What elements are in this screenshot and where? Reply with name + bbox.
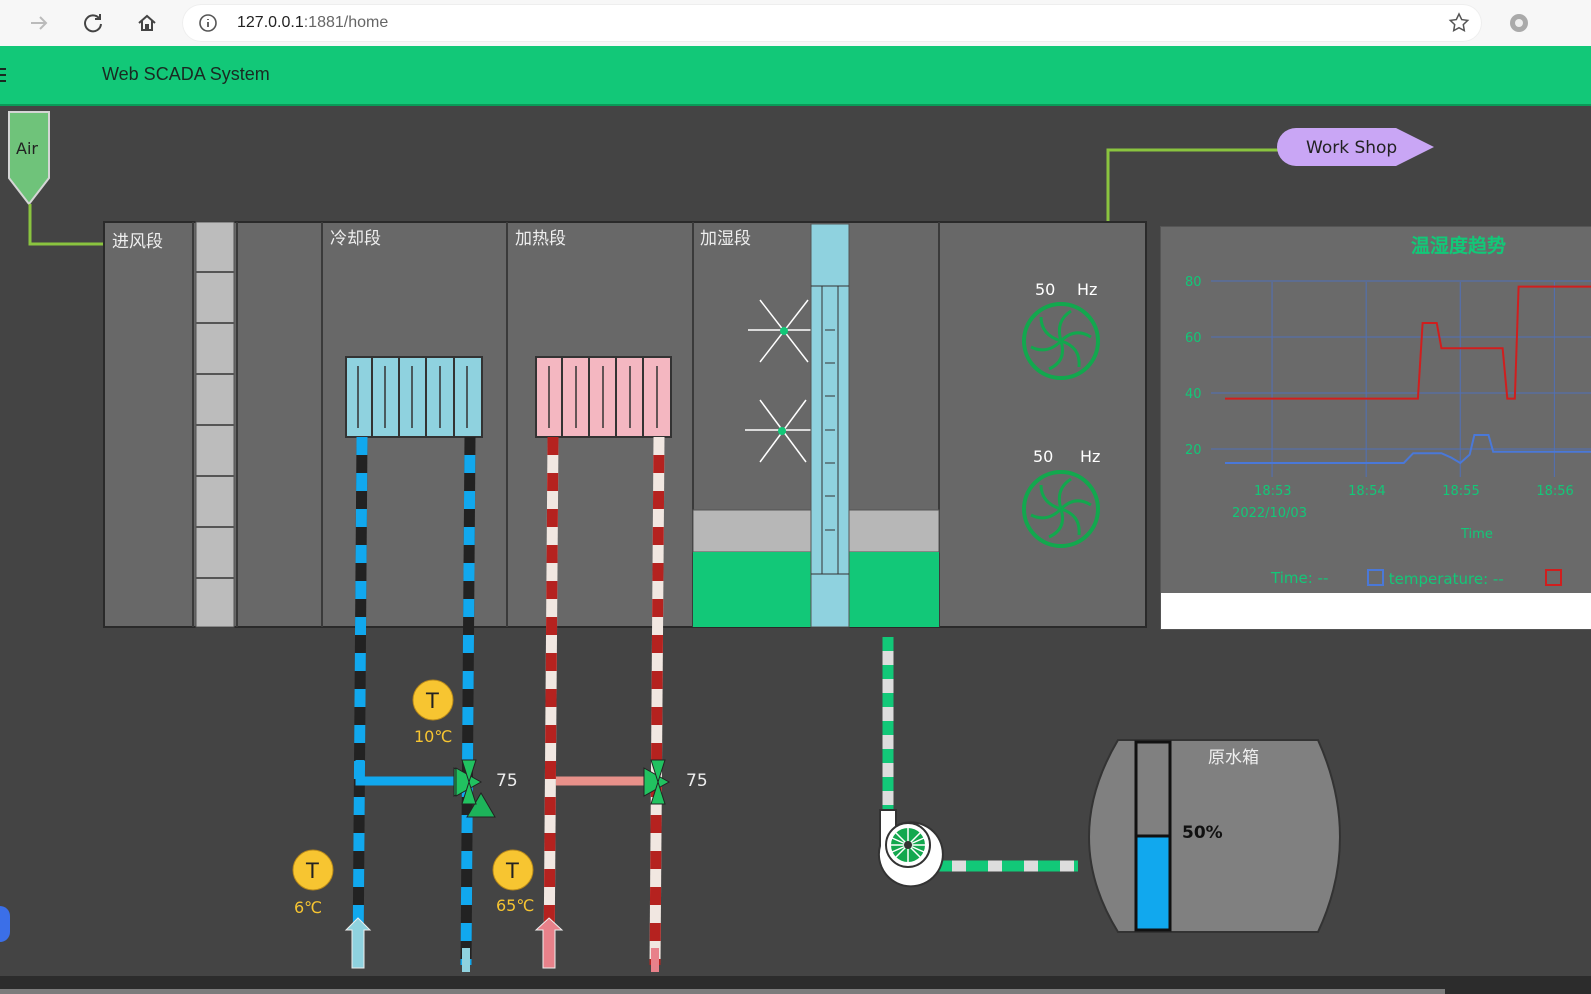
workshop-duct-line bbox=[1106, 148, 1282, 222]
temp-cooling-value: 10℃ bbox=[414, 727, 452, 746]
cold-inlet-arrow-icon bbox=[344, 917, 372, 969]
heating-valve-value: 75 bbox=[686, 771, 708, 791]
section-heating-label: 加热段 bbox=[515, 229, 566, 249]
raw-water-tank[interactable]: 原水箱 50% bbox=[1088, 739, 1341, 933]
cooling-valve-value: 75 bbox=[496, 771, 518, 791]
series-line-1 bbox=[1225, 434, 1591, 465]
url-text: 127.0.0.1:1881/home bbox=[237, 14, 389, 31]
svg-text:T: T bbox=[425, 689, 439, 713]
extension-icon[interactable] bbox=[1506, 10, 1532, 36]
floating-action-button[interactable] bbox=[0, 906, 10, 942]
hot-water-pipes bbox=[543, 436, 665, 966]
hot-outlet-stub bbox=[651, 948, 659, 972]
x-tick-label: 18:53 bbox=[1254, 484, 1291, 499]
svg-text:T: T bbox=[305, 859, 319, 883]
tank-level-fill bbox=[1134, 834, 1172, 932]
cold-outlet-stub bbox=[462, 948, 470, 972]
series-line-2 bbox=[1225, 285, 1591, 400]
legend-temperature-swatch bbox=[1367, 569, 1384, 586]
info-icon[interactable] bbox=[198, 13, 218, 33]
heating-valve[interactable] bbox=[643, 759, 671, 805]
cooling-coil bbox=[345, 356, 483, 438]
chart-title: 温湿度趋势 bbox=[1411, 235, 1507, 257]
air-label: Air bbox=[16, 139, 38, 158]
svg-text:50: 50 bbox=[1035, 280, 1055, 299]
tank-name: 原水箱 bbox=[1208, 748, 1259, 768]
supply-fan-2[interactable]: 50 Hz bbox=[1022, 447, 1100, 548]
svg-text:T: T bbox=[505, 859, 519, 883]
spray-nozzle-icon bbox=[745, 299, 818, 463]
tank-level-value: 50% bbox=[1182, 823, 1223, 843]
section-cooling-label: 冷却段 bbox=[330, 229, 381, 249]
y-tick-label: 20 bbox=[1185, 443, 1202, 458]
hot-inlet-arrow-icon bbox=[534, 917, 564, 969]
air-duct-line bbox=[28, 204, 104, 246]
menu-icon[interactable] bbox=[0, 66, 6, 84]
humidifier-column bbox=[810, 223, 850, 628]
scrollbar-thumb[interactable] bbox=[0, 989, 1445, 994]
air-filter bbox=[195, 221, 235, 628]
x-tick-label: 18:55 bbox=[1442, 484, 1479, 499]
svg-text:50: 50 bbox=[1033, 447, 1053, 466]
temp-hot-inlet-value: 65℃ bbox=[496, 896, 534, 915]
workshop-marker: Work Shop bbox=[1277, 128, 1434, 166]
svg-text:Hz: Hz bbox=[1077, 280, 1097, 299]
trend-chart-plot: 20 40 60 80 18:53 18:54 18:55 18:56 2022/10/03Ti… bbox=[1185, 275, 1591, 542]
section-humidify-label: 加湿段 bbox=[700, 229, 751, 249]
reload-icon[interactable] bbox=[80, 10, 106, 36]
cold-water-pipes bbox=[352, 436, 476, 966]
x-axis-label: Time bbox=[1460, 527, 1493, 542]
y-tick-label: 40 bbox=[1185, 387, 1202, 402]
bookmark-star-icon[interactable] bbox=[1448, 12, 1470, 34]
temp-sensor-hot-inlet[interactable]: T 65℃ bbox=[492, 849, 534, 915]
cooling-valve[interactable] bbox=[453, 759, 496, 818]
home-icon[interactable] bbox=[134, 10, 160, 36]
x-date-label: 2022/10/03 bbox=[1232, 506, 1307, 521]
scada-canvas: Air Work Shop 进风段 冷却段 加热段 加湿段 bbox=[0, 106, 1591, 976]
legend-temperature[interactable]: temperature: -- bbox=[1367, 569, 1504, 588]
supply-fan-1[interactable]: 50 Hz bbox=[1022, 280, 1100, 380]
chart-footer bbox=[1161, 593, 1591, 629]
svg-text:Hz: Hz bbox=[1080, 447, 1100, 466]
y-tick-label: 60 bbox=[1185, 331, 1202, 346]
heating-coil bbox=[535, 356, 672, 438]
address-bar[interactable]: 127.0.0.1:1881/home bbox=[182, 4, 1482, 42]
app-header: Web SCADA System bbox=[0, 46, 1591, 107]
x-tick-label: 18:54 bbox=[1348, 484, 1385, 499]
app-title: Web SCADA System bbox=[102, 64, 270, 84]
temp-sensor-cooling[interactable]: T 10℃ bbox=[412, 679, 454, 746]
legend-time: Time: -- bbox=[1271, 569, 1329, 587]
legend-series-2[interactable] bbox=[1545, 569, 1562, 588]
forward-icon[interactable] bbox=[26, 10, 52, 36]
water-pump-icon[interactable] bbox=[877, 809, 944, 888]
browser-toolbar: 127.0.0.1:1881/home bbox=[0, 0, 1591, 46]
air-inlet-marker: Air bbox=[8, 111, 50, 206]
temp-cold-inlet-value: 6℃ bbox=[294, 898, 322, 917]
y-tick-label: 80 bbox=[1185, 275, 1202, 290]
workshop-label: Work Shop bbox=[1306, 138, 1397, 158]
legend-series-2-swatch bbox=[1545, 569, 1562, 586]
trend-chart-card: 温湿度趋势 20 40 60 80 18:53 18:54 18:55 18:56 2022/1… bbox=[1160, 226, 1591, 630]
x-tick-label: 18:56 bbox=[1536, 484, 1573, 499]
section-intake-label: 进风段 bbox=[112, 232, 163, 252]
temp-sensor-cold-inlet[interactable]: T 6℃ bbox=[292, 849, 334, 917]
